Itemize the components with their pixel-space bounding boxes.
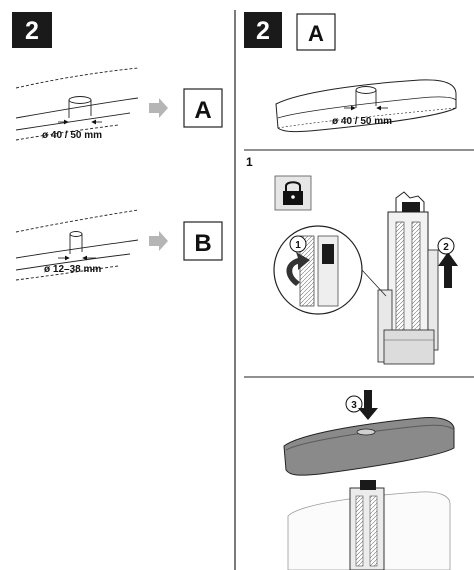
cistern-narrow-hole-sketch: [15, 209, 139, 281]
callout-2: 2: [437, 237, 455, 255]
svg-text:2: 2: [443, 242, 449, 253]
grey-cistern-lid: [283, 417, 455, 476]
left-step-number: 2: [25, 17, 39, 45]
right-diameter-label: ø 40 / 50 mm: [332, 116, 392, 127]
option-a-diameter-label: ø 40 / 50 mm: [42, 130, 102, 141]
cistern-lid-sketch: [275, 79, 457, 133]
right-step-number: 2: [256, 17, 270, 45]
right-step-letter-box: A: [296, 13, 336, 51]
cistern-wide-hole-sketch: [15, 67, 139, 141]
flush-valve-mechanism: [377, 191, 439, 365]
left-step-badge: 2: [12, 12, 52, 48]
svg-text:3: 3: [351, 400, 357, 411]
right-step-badge: 2: [244, 12, 282, 48]
cistern-body: [287, 480, 451, 570]
lock-icon: [274, 175, 312, 211]
press-down-arrow-icon: [358, 390, 378, 420]
rotate-arrow-icon: [286, 252, 310, 286]
result-letter-a: A: [194, 97, 211, 124]
substep-number: 1: [246, 155, 253, 169]
result-box-b: B: [183, 221, 223, 261]
lift-arrow-icon: [438, 252, 458, 288]
right-step-letter: A: [308, 21, 324, 46]
callout-1: 1: [289, 235, 307, 253]
result-letter-b: B: [194, 230, 211, 257]
arrow-to-b-icon: [149, 231, 168, 251]
result-box-a: A: [183, 88, 223, 128]
arrow-to-a-icon: [149, 98, 168, 118]
svg-text:1: 1: [295, 240, 301, 251]
option-b-diameter-label: ø 12–38 mm: [44, 264, 101, 275]
